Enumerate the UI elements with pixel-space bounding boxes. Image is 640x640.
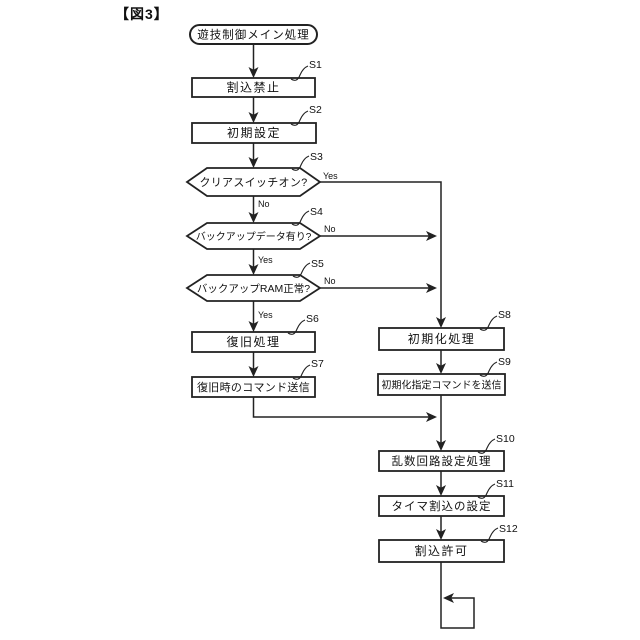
step-s1-box [191, 77, 316, 98]
step-s4-id: S4 [310, 206, 323, 218]
step-s2-id: S2 [309, 104, 322, 116]
step-s4-label: バックアップデータ有り? [196, 230, 312, 243]
step-s7-squiggle [292, 364, 311, 380]
branch-s5-no-label: No [324, 276, 336, 286]
step-s11-squiggle [477, 483, 496, 499]
node-s7: 復旧時のコマンド送信 S7 [191, 358, 324, 398]
step-s5-squiggle [292, 262, 311, 278]
edge-s7-join [252, 397, 437, 422]
branch-s5-yes-label: Yes [258, 310, 273, 320]
node-s3: クリアスイッチオン? S3 [185, 151, 323, 197]
branch-s3-no-label: No [258, 199, 270, 209]
step-s10-label: 乱数回路設定処理 [392, 454, 492, 468]
step-s7-label: 復旧時のコマンド送信 [197, 380, 310, 394]
step-s6-id: S6 [306, 313, 319, 325]
node-s4: バックアップデータ有り? S4 [185, 206, 323, 250]
node-s10: 乱数回路設定処理 S10 [378, 433, 515, 472]
edge-s3-yes-s8 [320, 181, 446, 328]
step-s9-id: S9 [498, 356, 511, 368]
step-s8-squiggle [479, 315, 498, 331]
step-s12-box [378, 539, 505, 563]
branch-s4-no-label: No [324, 224, 336, 234]
step-s7-id: S7 [311, 358, 324, 370]
step-s9-label: 初期化指定コマンドを送信 [382, 379, 502, 392]
branch-s3-yes-label: Yes [323, 171, 338, 181]
step-s11-box [378, 495, 505, 517]
decision-s5-hexagon [185, 274, 322, 302]
step-s3-id: S3 [310, 151, 323, 163]
step-s3-label: クリアスイッチオン? [199, 176, 307, 189]
node-s6: 復旧処理 S6 [191, 313, 319, 353]
step-s8-id: S8 [498, 309, 511, 321]
node-start: 遊技制御メイン処理 [189, 24, 318, 45]
step-s1-label: 割込禁止 [226, 80, 280, 95]
node-s2: 初期設定 S2 [191, 104, 322, 144]
step-s1-squiggle [290, 65, 309, 81]
step-s1-id: S1 [309, 59, 322, 71]
step-s9-box [377, 373, 506, 396]
node-s1: 割込禁止 S1 [191, 59, 322, 98]
step-s9-squiggle [479, 361, 498, 377]
step-s3-squiggle [291, 155, 310, 171]
step-s11-label: タイマ割込の設定 [392, 499, 492, 513]
step-s5-label: バックアップRAM正常? [197, 282, 310, 295]
step-s12-squiggle [480, 527, 499, 543]
step-s2-squiggle [290, 110, 309, 126]
branch-s4-yes-label: Yes [258, 255, 273, 265]
step-s6-label: 復旧処理 [226, 334, 280, 349]
decision-s4-hexagon [185, 222, 322, 250]
step-s4-squiggle [291, 210, 310, 226]
step-s12-id: S12 [499, 523, 518, 535]
step-s6-box [191, 331, 316, 353]
step-s11-id: S11 [496, 478, 514, 490]
edge-s12-loop [440, 562, 475, 629]
step-s7-box [191, 376, 316, 398]
figure-label: 【図3】 [115, 6, 169, 22]
node-s5: バックアップRAM正常? S5 [185, 258, 324, 302]
start-terminator [189, 24, 318, 45]
step-s6-squiggle [287, 319, 306, 335]
node-s8: 初期化処理 S8 [378, 309, 511, 351]
start-terminator-label: 遊技制御メイン処理 [197, 28, 310, 42]
node-s11: タイマ割込の設定 S11 [378, 478, 514, 517]
step-s10-box [378, 450, 505, 472]
node-s12: 割込許可 S12 [378, 523, 518, 563]
step-s8-box [378, 327, 505, 351]
step-s10-id: S10 [496, 433, 515, 445]
step-s10-squiggle [477, 438, 496, 454]
step-s12-label: 割込許可 [414, 543, 468, 558]
step-s2-box [191, 122, 317, 144]
decision-s3-hexagon [185, 167, 322, 197]
step-s8-label: 初期化処理 [408, 332, 476, 346]
step-s5-id: S5 [311, 258, 324, 270]
step-s2-label: 初期設定 [227, 125, 281, 140]
node-s9: 初期化指定コマンドを送信 S9 [377, 356, 511, 396]
